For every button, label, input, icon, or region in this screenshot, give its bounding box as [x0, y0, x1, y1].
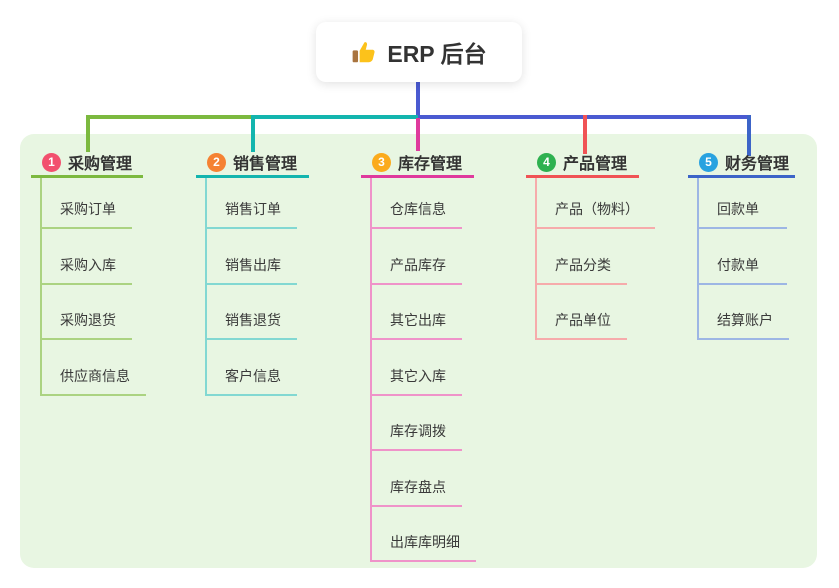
child-node-label: 库存盘点	[390, 478, 446, 495]
child-node[interactable]: 采购订单	[42, 178, 132, 229]
child-node[interactable]: 付款单	[699, 229, 787, 285]
branch-purchase-title[interactable]: 1 采购管理	[31, 149, 143, 178]
connector-trunk-teal	[253, 115, 418, 119]
child-node-label: 销售订单	[225, 201, 281, 217]
branch-finance-children: 回款单 付款单 结算账户	[697, 178, 789, 340]
child-node[interactable]: 产品（物料）	[537, 178, 655, 229]
branch-inventory: 3 库存管理 仓库信息 产品库存 其它出库 其它入库 库存调拨 库存盘点 出库库…	[361, 149, 476, 562]
child-node-label: 付款单	[717, 256, 759, 273]
badge-3: 3	[372, 152, 391, 172]
branch-finance-title[interactable]: 5 财务管理	[688, 149, 795, 178]
child-node[interactable]: 结算账户	[699, 285, 789, 340]
child-node[interactable]: 销售出库	[207, 229, 297, 285]
child-node-label: 客户信息	[225, 367, 281, 384]
child-node-label: 其它入库	[390, 367, 446, 384]
branch-purchase-children: 采购订单 采购入库 采购退货 供应商信息	[40, 178, 146, 396]
child-node[interactable]: 产品库存	[372, 229, 462, 285]
child-node[interactable]: 销售订单	[207, 178, 297, 229]
connector-drop-sales	[251, 115, 255, 152]
child-node-label: 采购退货	[60, 312, 116, 328]
child-node[interactable]: 销售退货	[207, 285, 297, 340]
child-node-label: 产品单位	[555, 312, 611, 328]
child-node[interactable]: 库存盘点	[372, 451, 462, 507]
branch-label: 产品管理	[563, 156, 628, 173]
child-node[interactable]: 采购退货	[42, 285, 132, 340]
mindmap-background-panel	[20, 134, 817, 568]
child-node-label: 结算账户	[717, 312, 773, 328]
connector-trunk-green	[86, 115, 255, 119]
child-node-label: 销售退货	[225, 312, 281, 328]
child-node-label: 产品（物料）	[555, 201, 639, 217]
child-node-label: 销售出库	[225, 256, 281, 273]
branch-product: 4 产品管理 产品（物料） 产品分类 产品单位	[526, 149, 655, 340]
connector-drop-inventory	[416, 118, 420, 151]
child-node-label: 其它出库	[390, 312, 446, 328]
child-node[interactable]: 其它出库	[372, 285, 462, 340]
branch-label: 财务管理	[725, 156, 790, 173]
root-node-label: ERP 后台	[387, 41, 487, 67]
child-node[interactable]: 产品单位	[537, 285, 627, 340]
child-node-label: 采购订单	[60, 201, 116, 217]
child-node-label: 供应商信息	[60, 367, 130, 384]
child-node[interactable]: 仓库信息	[372, 178, 462, 229]
badge-4: 4	[537, 152, 556, 172]
branch-sales: 2 销售管理 销售订单 销售出库 销售退货 客户信息	[196, 149, 309, 396]
child-node[interactable]: 出库库明细	[372, 507, 476, 562]
child-node[interactable]: 库存调拨	[372, 396, 462, 451]
branch-finance: 5 财务管理 回款单 付款单 结算账户	[688, 149, 795, 340]
branch-product-children: 产品（物料） 产品分类 产品单位	[535, 178, 655, 340]
badge-1: 1	[42, 152, 61, 172]
child-node-label: 产品分类	[555, 256, 611, 273]
connector-root-vertical	[416, 82, 420, 116]
child-node[interactable]: 回款单	[699, 178, 787, 229]
child-node-label: 出库库明细	[390, 534, 460, 550]
connector-drop-product	[583, 115, 587, 154]
child-node[interactable]: 供应商信息	[42, 340, 146, 396]
child-node[interactable]: 采购入库	[42, 229, 132, 285]
badge-5: 5	[699, 152, 718, 172]
connector-drop-finance	[747, 115, 751, 156]
child-node-label: 仓库信息	[390, 201, 446, 217]
branch-sales-children: 销售订单 销售出库 销售退货 客户信息	[205, 178, 297, 396]
thumbs-up-icon	[352, 42, 375, 63]
child-node[interactable]: 客户信息	[207, 340, 297, 396]
child-node-label: 回款单	[717, 201, 759, 217]
branch-label: 库存管理	[398, 156, 463, 173]
child-node[interactable]: 产品分类	[537, 229, 627, 285]
child-node[interactable]: 其它入库	[372, 340, 462, 396]
branch-label: 销售管理	[233, 156, 298, 173]
root-node[interactable]: ERP 后台	[316, 22, 522, 82]
branch-inventory-title[interactable]: 3 库存管理	[361, 149, 474, 178]
branch-inventory-children: 仓库信息 产品库存 其它出库 其它入库 库存调拨 库存盘点 出库库明细	[370, 178, 476, 562]
badge-2: 2	[207, 152, 226, 172]
child-node-label: 采购入库	[60, 256, 116, 273]
branch-label: 采购管理	[68, 156, 133, 173]
connector-drop-purchase	[86, 115, 90, 152]
child-node-label: 产品库存	[390, 256, 446, 273]
branch-purchase: 1 采购管理 采购订单 采购入库 采购退货 供应商信息	[31, 149, 146, 396]
branch-sales-title[interactable]: 2 销售管理	[196, 149, 309, 178]
child-node-label: 库存调拨	[390, 423, 446, 439]
branch-product-title[interactable]: 4 产品管理	[526, 149, 639, 178]
